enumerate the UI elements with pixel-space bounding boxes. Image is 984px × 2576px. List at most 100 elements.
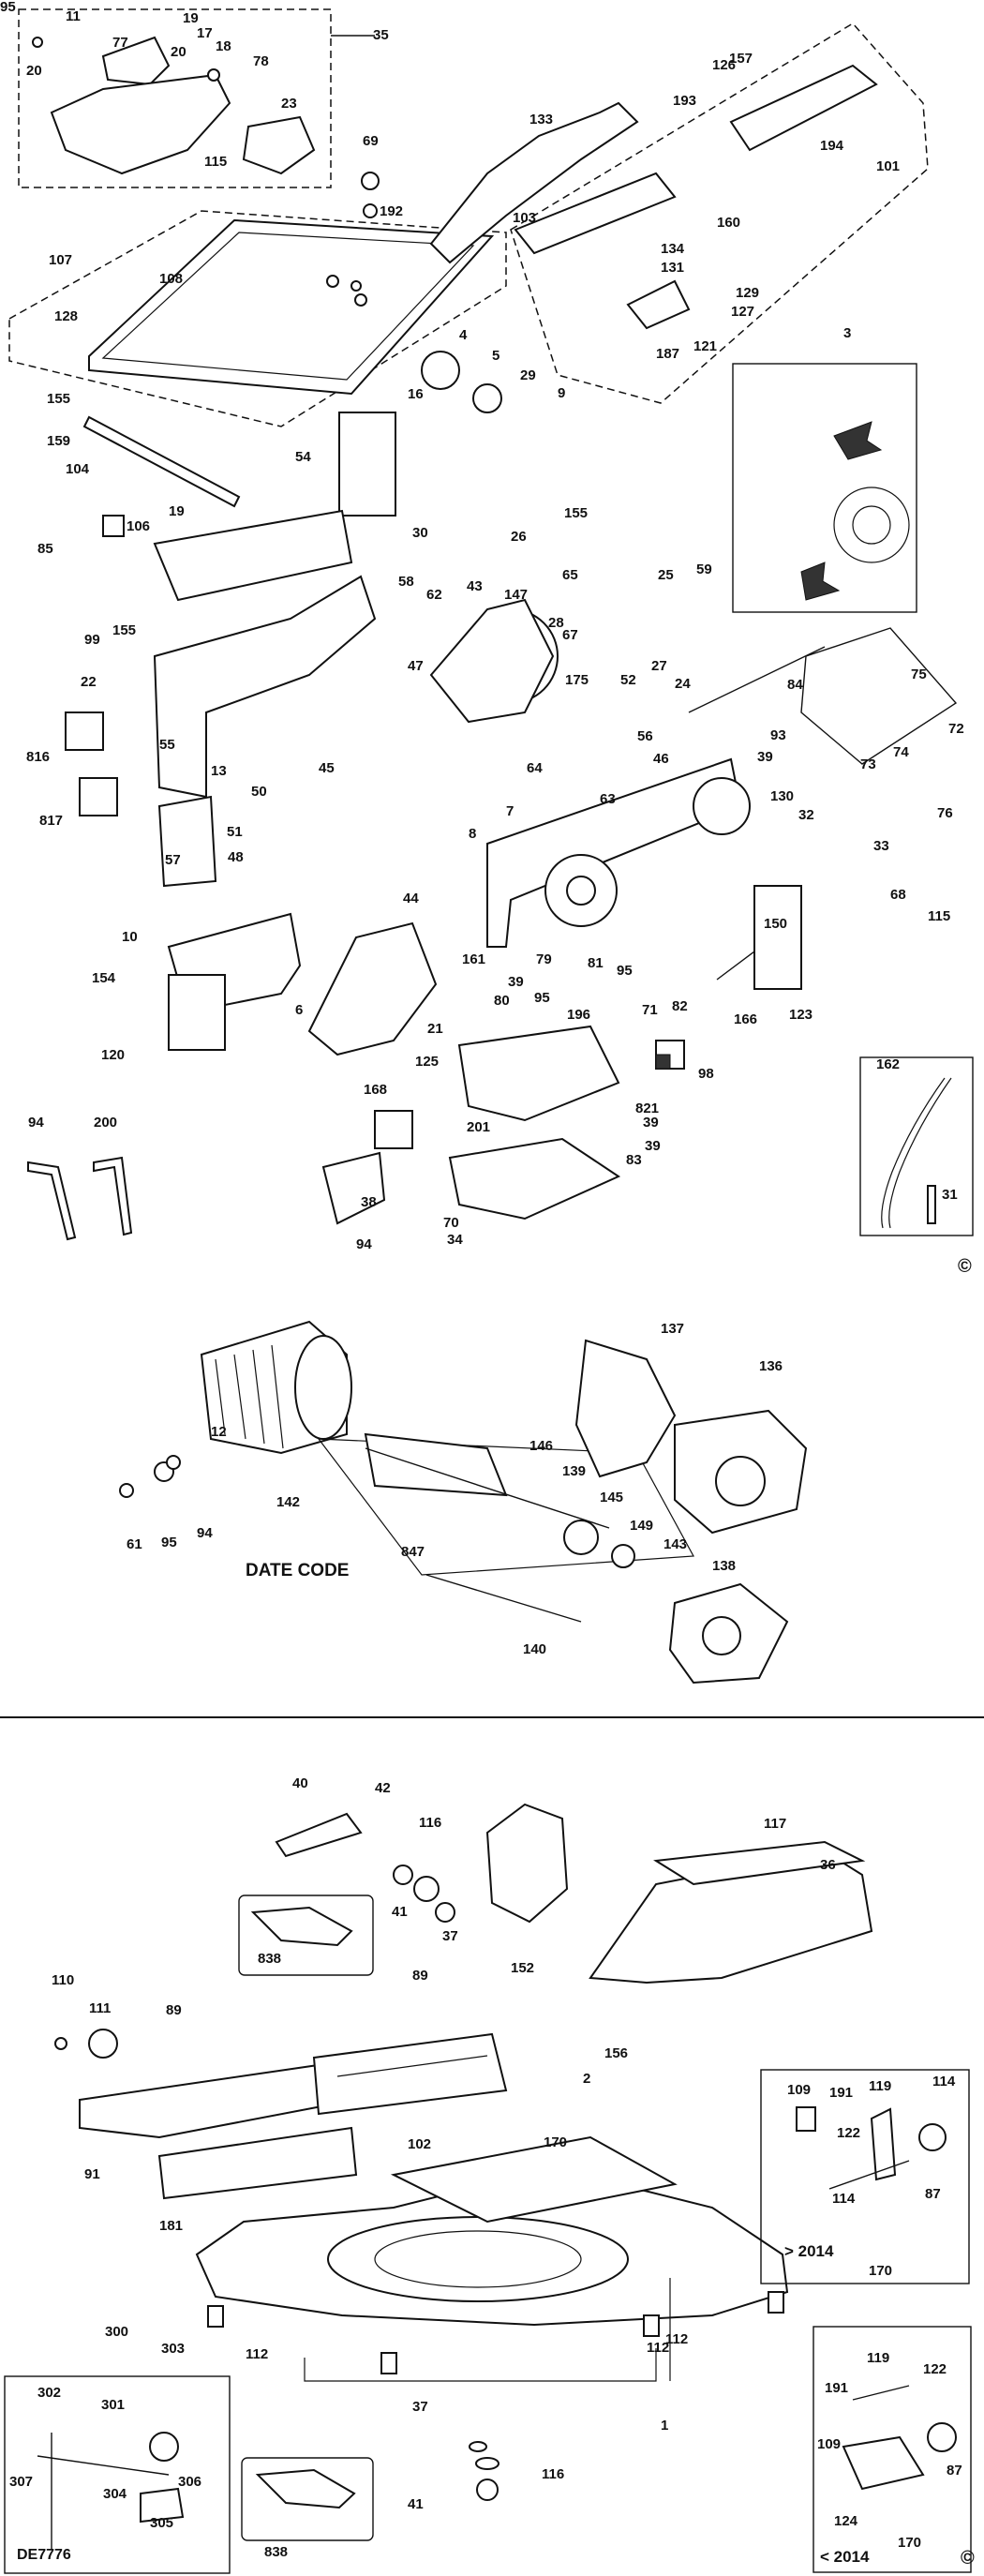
bottom-callout-37: 37 [412, 2399, 428, 2415]
switch-box [168, 974, 226, 1051]
bottom-callout-40: 40 [292, 1775, 308, 1791]
motor-callout-94: 94 [197, 1525, 213, 1541]
top-callout-24: 24 [675, 676, 691, 692]
bottom-callout-119: 119 [867, 2350, 890, 2366]
top-callout-79: 79 [536, 951, 552, 967]
hex-key-200 [27, 1161, 77, 1241]
top-callout-175: 175 [565, 672, 589, 688]
top-callout-27: 27 [651, 658, 667, 674]
bottom-callout-170: 170 [869, 2263, 893, 2279]
bottom-callout-170: 170 [544, 2134, 568, 2150]
top-callout-150: 150 [764, 916, 788, 932]
inset-box-old-2014 [813, 2326, 972, 2573]
top-callout-168: 168 [364, 1082, 388, 1098]
handle-157 [429, 101, 639, 264]
clamp-57 [157, 795, 217, 888]
model-code-label: DE7776 [17, 2547, 71, 2563]
top-callout-817: 817 [39, 813, 64, 829]
top-callout-72: 72 [948, 721, 964, 737]
inset-838-bottom [241, 2457, 374, 2541]
inset-838-top [238, 1895, 374, 1976]
top-callout-69: 69 [363, 133, 379, 149]
washer-4 [472, 383, 502, 413]
version-label-old: < 2014 [820, 2548, 870, 2566]
top-callout-28: 28 [548, 615, 564, 631]
top-callout-194: 194 [820, 138, 844, 154]
top-callout-201: 201 [467, 1119, 491, 1135]
top-callout-155: 155 [112, 622, 137, 638]
turntable [327, 2216, 629, 2302]
inset-photo-box [732, 363, 917, 613]
top-callout-193: 193 [673, 93, 697, 109]
motor-callout-143: 143 [663, 1536, 688, 1552]
top-callout-58: 58 [398, 574, 414, 590]
top-callout-38: 38 [361, 1194, 377, 1210]
motor-callout-847: 847 [401, 1544, 425, 1560]
top-callout-39: 39 [643, 1115, 659, 1131]
screw-140 [425, 1574, 582, 1623]
top-callout-6: 6 [295, 1002, 304, 1018]
top-callout-39: 39 [757, 749, 773, 765]
top-callout-82: 82 [672, 998, 688, 1014]
top-callout-5: 5 [492, 348, 500, 364]
fan-137 [574, 1339, 677, 1478]
top-callout-48: 48 [228, 849, 244, 865]
bottom-callout-303: 303 [161, 2341, 186, 2357]
top-callout-76: 76 [937, 805, 953, 821]
top-callout-74: 74 [893, 744, 909, 760]
bottom-callout-117: 117 [764, 1816, 787, 1832]
top-callout-95: 95 [0, 0, 16, 15]
top-callout-155: 155 [47, 391, 71, 407]
armature-847 [364, 1432, 508, 1497]
top-callout-59: 59 [696, 562, 712, 577]
copyright-mark-bottom: © [961, 2548, 975, 2569]
top-callout-120: 120 [101, 1047, 126, 1063]
top-callout-147: 147 [504, 587, 529, 603]
top-callout-157: 157 [729, 51, 753, 67]
bottom-callout-109: 109 [817, 2436, 842, 2452]
bottom-callout-124: 124 [834, 2513, 858, 2529]
bottom-callout-112: 112 [246, 2346, 269, 2362]
scale-ruler [312, 2032, 508, 2116]
top-callout-101: 101 [876, 158, 901, 174]
top-callout-39: 39 [645, 1138, 661, 1154]
top-callout-29: 29 [520, 367, 536, 383]
top-callout-23: 23 [281, 96, 297, 112]
bottom-callout-170: 170 [898, 2535, 922, 2551]
motor-callout-137: 137 [661, 1321, 685, 1337]
version-label-new: > 2014 [784, 2242, 834, 2260]
top-callout-192: 192 [380, 203, 404, 219]
top-callout-166: 166 [734, 1011, 758, 1027]
top-callout-104: 104 [66, 461, 90, 477]
rail-192 [514, 172, 677, 255]
top-callout-45: 45 [319, 760, 335, 776]
top-callout-127: 127 [731, 304, 755, 320]
top-callout-34: 34 [447, 1232, 463, 1248]
top-callout-98: 98 [698, 1066, 714, 1082]
top-callout-133: 133 [529, 112, 554, 127]
top-callout-4: 4 [459, 327, 468, 343]
top-callout-93: 93 [770, 727, 786, 743]
bottom-callout-87: 87 [925, 2186, 941, 2202]
motor-callout-146: 146 [529, 1438, 554, 1454]
capacitor-98 [374, 1110, 413, 1149]
inset-box-new-2014 [760, 2069, 970, 2284]
top-callout-121: 121 [693, 338, 718, 354]
top-callout-20: 20 [26, 63, 42, 79]
top-callout-77: 77 [112, 35, 128, 51]
top-callout-71: 71 [642, 1002, 658, 1018]
top-callout-95: 95 [617, 963, 633, 979]
bottom-callout-110: 110 [52, 1972, 75, 1988]
bottom-callout-119: 119 [869, 2078, 892, 2094]
fence-85 [153, 509, 353, 602]
motor-callout-139: 139 [562, 1463, 587, 1479]
top-callout-126: 126 [712, 57, 737, 73]
top-callout-33: 33 [873, 838, 889, 854]
hex-key-201 [93, 1156, 133, 1236]
top-callout-39: 39 [508, 974, 524, 990]
bottom-callout-112: 112 [647, 2340, 670, 2356]
top-callout-9: 9 [558, 385, 566, 401]
bottom-callout-301: 301 [101, 2397, 126, 2413]
